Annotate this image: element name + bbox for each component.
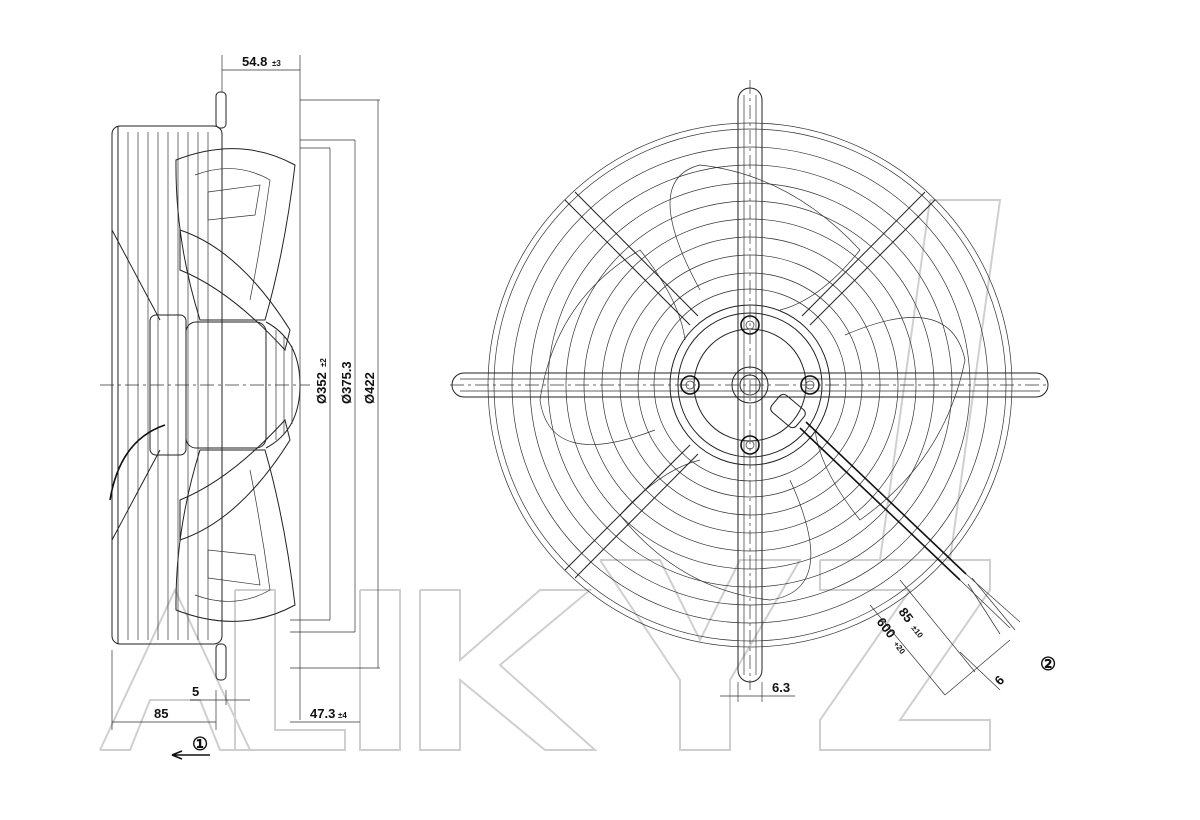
dim-diameter-352: Ø352: [314, 372, 329, 404]
dim-5: 5: [192, 684, 199, 699]
dim-top-offset: 54.8: [242, 54, 267, 69]
airflow-marker: ①: [192, 734, 208, 754]
dim-85: 85: [154, 706, 168, 721]
dim-top-offset-tol: ±3: [272, 59, 281, 68]
dim-diameter-422: Ø422: [362, 372, 377, 404]
front-dimensions: [720, 579, 1011, 702]
dim-6: 6: [992, 672, 1008, 688]
dim-diameter-375: Ø375.3: [339, 361, 354, 404]
dim-6-3: 6.3: [772, 680, 790, 695]
dim-cable-600-tol: +20: [891, 640, 907, 657]
dim-47: 47.3: [310, 706, 335, 721]
dim-diameter-352-tol: ±2: [319, 358, 328, 367]
cable-marker: ②: [1040, 654, 1056, 674]
side-view: [100, 91, 310, 681]
watermark: [99, 199, 1002, 751]
dim-cable-85-tol: ±10: [909, 624, 925, 640]
side-dimensions: [111, 55, 380, 760]
front-view: [450, 80, 1050, 690]
dim-47-tol: ±4: [338, 711, 347, 720]
